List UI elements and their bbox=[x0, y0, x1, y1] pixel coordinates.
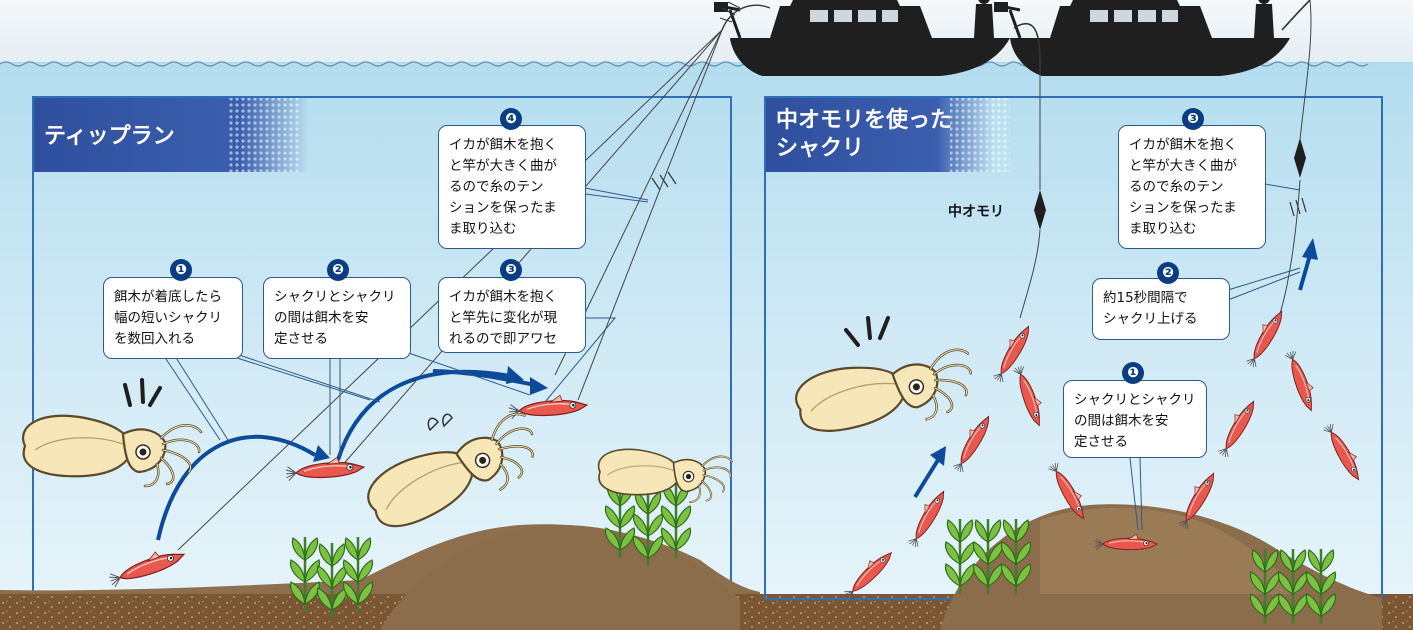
right-title-dots bbox=[950, 98, 1010, 172]
left-arrows bbox=[156, 369, 536, 541]
callout-line: 約15秒間隔で bbox=[1103, 290, 1188, 306]
sweat-marks bbox=[427, 413, 453, 432]
nakaomori-sinker-right bbox=[1294, 138, 1306, 178]
nakaomori-sinker-left bbox=[1034, 190, 1046, 230]
right-callout-3: イカが餌木を抱く と竿が大きく曲が るので糸のテン ションを保ったま ま取り込む bbox=[1118, 125, 1266, 249]
step-badge-left-4: ❹ bbox=[500, 108, 522, 130]
callout-line: るので糸のテン bbox=[449, 179, 544, 195]
callout-line: ま取り込む bbox=[1129, 221, 1197, 237]
callout-line: を数回入れる bbox=[114, 331, 195, 347]
right-arrows bbox=[913, 254, 1312, 499]
step-badge-left-3: ❸ bbox=[500, 259, 522, 281]
alert-marks-left bbox=[123, 378, 162, 407]
step-badge-left-1: ❶ bbox=[170, 259, 192, 281]
left-callout-2: シャクリとシャクリ の間は餌木を安 定させる bbox=[263, 277, 411, 359]
step-badge-right-3: ❸ bbox=[1182, 108, 1204, 130]
callout-line: るので糸のテン bbox=[1129, 179, 1224, 195]
callout-line: 定させる bbox=[1074, 434, 1128, 450]
right-callout-2: 約15秒間隔で シャクリ上げる bbox=[1092, 278, 1230, 340]
callout-line: 定させる bbox=[274, 331, 328, 347]
alert-marks-right bbox=[844, 316, 890, 347]
callout-line: ションを保ったま bbox=[1129, 200, 1237, 216]
left-callout-pointers bbox=[163, 187, 649, 455]
step-badge-right-2: ❷ bbox=[1157, 262, 1179, 284]
right-panel-title: 中オモリを使った シャクリ bbox=[776, 107, 952, 163]
callout-line: 餌木が着底したら bbox=[114, 289, 222, 305]
callout-line: イカが餌木を抱く bbox=[449, 137, 557, 153]
nakaomori-label: 中オモリ bbox=[948, 204, 1004, 220]
right-callout-1: シャクリとシャクリ の間は餌木を安 定させる bbox=[1063, 380, 1207, 458]
callout-line: ま取り込む bbox=[449, 221, 517, 237]
callout-line: ションを保ったま bbox=[449, 200, 557, 216]
left-callout-4: イカが餌木を抱く と竿が大きく曲が るので糸のテン ションを保ったま ま取り込む bbox=[438, 125, 586, 249]
rod-center bbox=[1013, 23, 1041, 61]
rod-vibration-marks bbox=[651, 171, 677, 191]
right-rock-top bbox=[1040, 507, 1300, 594]
callout-line: れるので即アワセ bbox=[449, 331, 557, 347]
left-panel-title: ティップラン bbox=[44, 124, 175, 149]
left-callout-1: 餌木が着底したら 幅の短いシャクリ を数回入れる bbox=[103, 277, 243, 359]
callout-line: の間は餌木を安 bbox=[274, 310, 369, 326]
step-badge-right-1: ❶ bbox=[1122, 362, 1144, 384]
left-callout-3: イカが餌木を抱く と竿先に変化が現 れるので即アワセ bbox=[438, 277, 586, 353]
callout-line: イカが餌木を抱く bbox=[1129, 137, 1237, 153]
rod-left bbox=[721, 4, 771, 31]
spray-marks bbox=[719, 1, 741, 23]
callout-line: 幅の短いシャクリ bbox=[114, 310, 222, 326]
right-panel-title-line-2: シャクリ bbox=[776, 136, 865, 161]
step-badge-left-2: ❷ bbox=[327, 259, 349, 281]
callout-line: イカが餌木を抱く bbox=[449, 289, 557, 305]
callout-line: と竿が大きく曲が bbox=[1129, 158, 1237, 174]
right-panel-title-line-1: 中オモリを使った bbox=[776, 108, 953, 133]
callout-line: シャクリ上げる bbox=[1103, 311, 1198, 327]
right-vibration-marks bbox=[1289, 197, 1307, 217]
callout-line: シャクリとシャクリ bbox=[1074, 392, 1196, 408]
right-callout-pointers bbox=[1129, 183, 1301, 531]
callout-line: シャクリとシャクリ bbox=[274, 289, 396, 305]
callout-line: と竿が大きく曲が bbox=[449, 158, 557, 174]
right-lines bbox=[1019, 0, 1312, 321]
callout-line: と竿先に変化が現 bbox=[449, 310, 557, 326]
callout-line: の間は餌木を安 bbox=[1074, 413, 1169, 429]
left-title-dots bbox=[228, 98, 300, 172]
